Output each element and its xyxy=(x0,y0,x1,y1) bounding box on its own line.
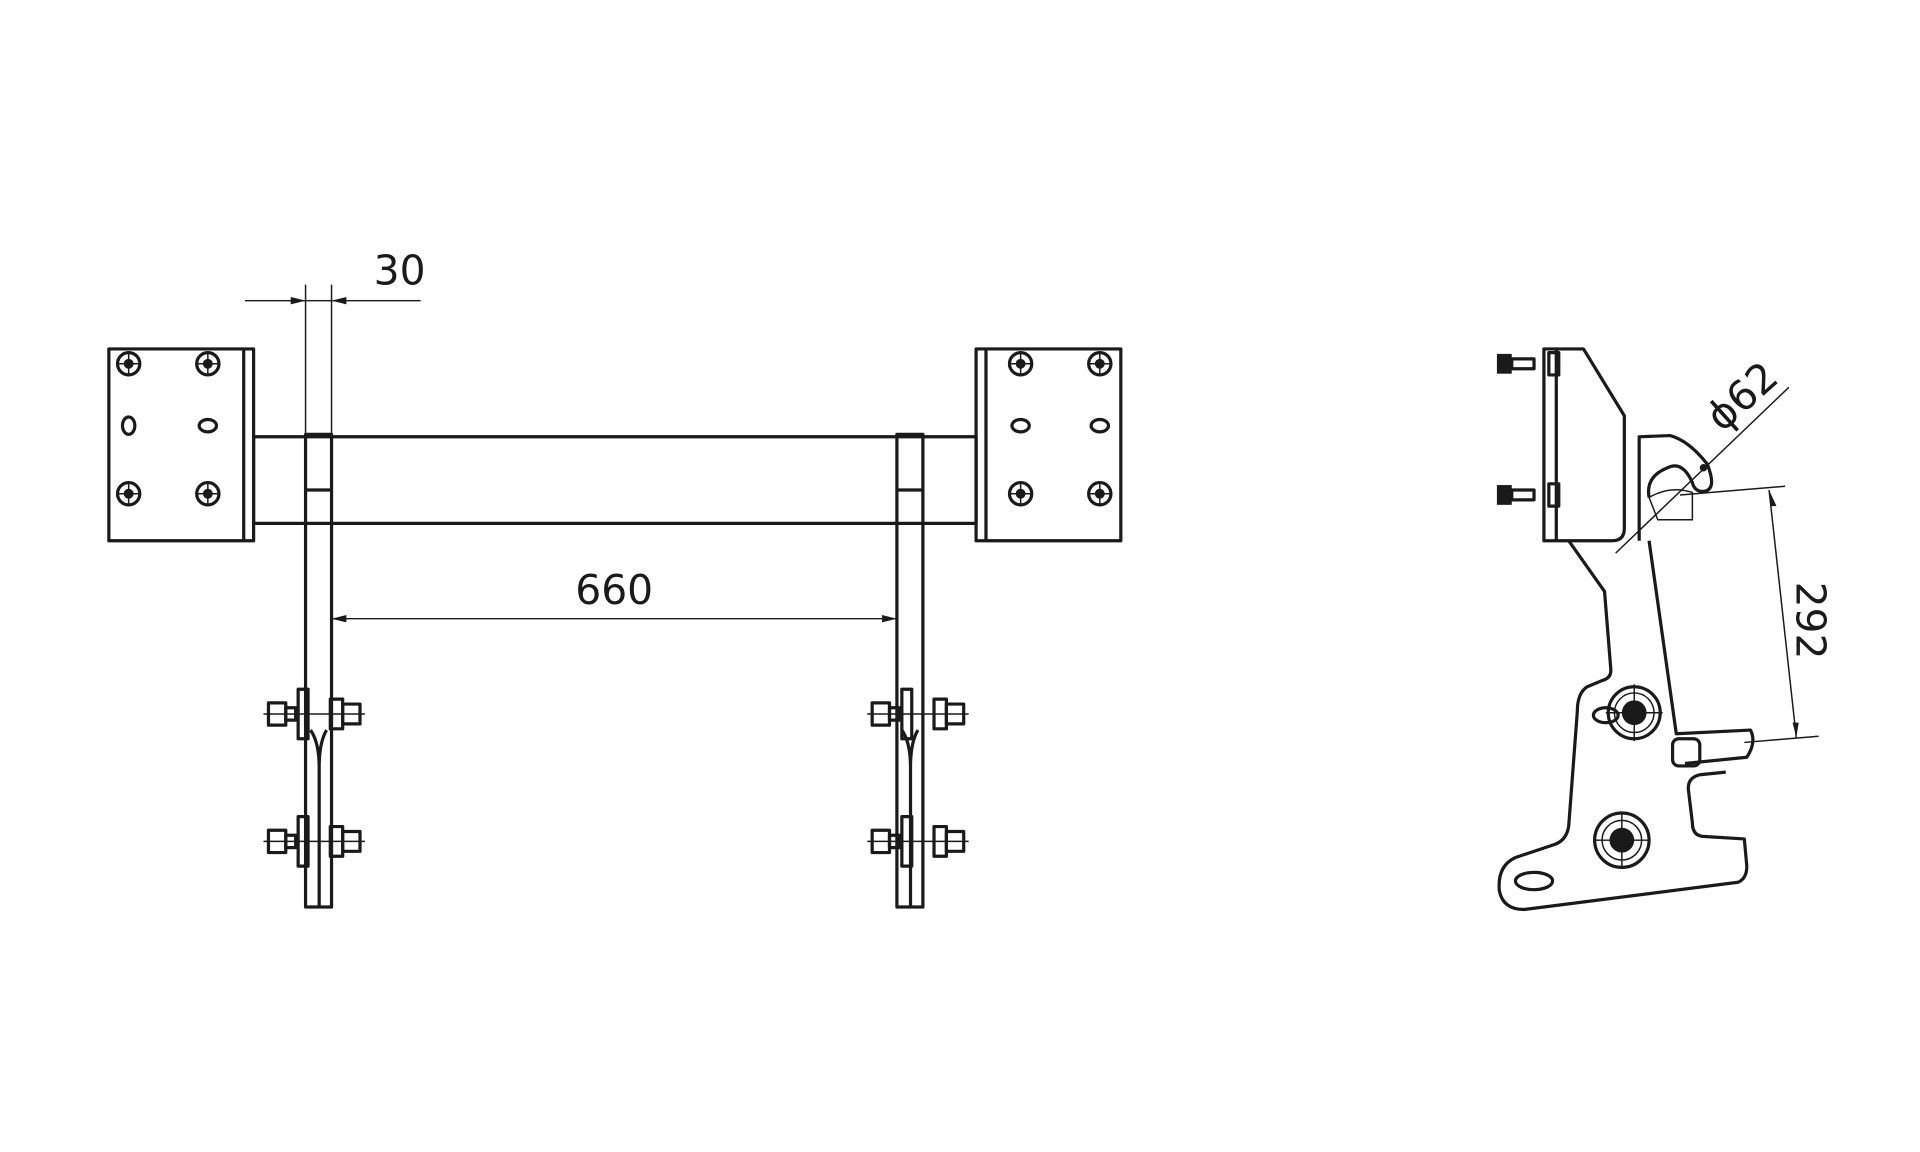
dimension-label-diameter-62: ϕ62 xyxy=(1697,352,1788,440)
right-mounting-plate xyxy=(974,347,1123,543)
dimension-label-292: 292 xyxy=(1786,582,1834,660)
hinge-hook xyxy=(1637,433,1714,541)
left-mounting-plate xyxy=(107,347,256,543)
axle-tube xyxy=(252,435,978,526)
side-arm-body xyxy=(1497,539,1755,912)
dimension-pin-diameter: ϕ62 xyxy=(1615,352,1790,554)
left-arm xyxy=(261,432,367,909)
dimension-label-660: 660 xyxy=(575,566,653,614)
front-view: 30 660 xyxy=(107,247,1123,909)
side-bolt-upper xyxy=(1605,684,1663,742)
right-arm xyxy=(865,432,971,909)
dimension-arm-spacing: 660 xyxy=(331,566,897,623)
dimension-label-30: 30 xyxy=(374,247,426,295)
side-mounting-plate xyxy=(1495,347,1626,543)
dimension-arm-width: 30 xyxy=(244,247,426,435)
side-view: ϕ62 292 xyxy=(1495,347,1834,912)
side-bolt-lower xyxy=(1593,811,1651,870)
dimension-height: 292 xyxy=(1679,485,1834,744)
